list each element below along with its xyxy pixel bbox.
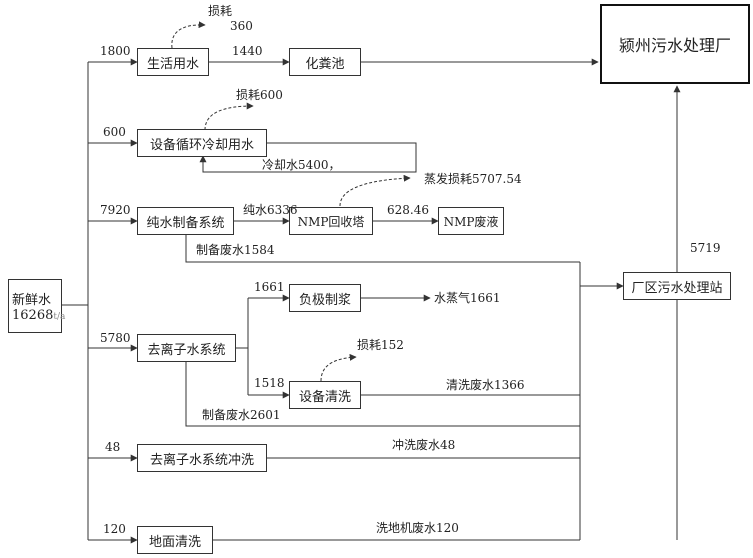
pure-in-label: 7920 — [100, 203, 131, 217]
slurry-in-label: 1661 — [254, 280, 285, 294]
city-wwtp-box: 颍州污水处理厂 — [600, 4, 750, 84]
cooling-in-label: 600 — [103, 125, 126, 139]
clean-loss-label: 损耗152 — [357, 338, 404, 352]
domestic-loss-value: 360 — [230, 19, 253, 33]
deion-flush-box: 去离子水系统冲洗 — [137, 444, 267, 472]
deion-waste-label: 制备废水2601 — [202, 408, 281, 422]
nmp-tower-box: NMP回收塔 — [289, 207, 373, 235]
septic-box: 化粪池 — [289, 48, 361, 76]
flush-waste-label: 冲洗废水48 — [392, 438, 456, 452]
flush-in-label: 48 — [105, 440, 121, 454]
domestic-out-label: 1440 — [232, 44, 263, 58]
plant-wwtp-box: 厂区污水处理站 — [623, 272, 731, 300]
source-box: 新鲜水 16268t/a — [8, 279, 66, 333]
deion-box: 去离子水系统 — [137, 334, 236, 362]
cooling-loss-label: 损耗600 — [236, 88, 283, 102]
deion-in-label: 5780 — [100, 331, 131, 345]
source-value: 16268t/a — [12, 308, 66, 323]
floor-box: 地面清洗 — [137, 526, 213, 554]
plant-out-label: 5719 — [690, 241, 721, 255]
source-label: 新鲜水 — [12, 293, 52, 308]
domestic-loss-label: 损耗 — [208, 4, 233, 18]
cooling-box: 设备循环冷却用水 — [137, 129, 267, 157]
nmp-waste-box: NMP废液 — [438, 207, 504, 235]
slurry-box: 负极制浆 — [289, 284, 361, 312]
pure-waste-label: 制备废水1584 — [196, 243, 275, 257]
nmp-out-label: 628.46 — [387, 203, 429, 217]
domestic-in-label: 1800 — [100, 44, 131, 58]
clean-in-label: 1518 — [254, 376, 285, 390]
domestic-box: 生活用水 — [137, 48, 209, 76]
steam-label: 水蒸气1661 — [434, 291, 501, 305]
cleaning-box: 设备清洗 — [289, 381, 361, 409]
cooling-recycle-label: 冷却水5400， — [262, 158, 341, 172]
clean-waste-label: 清洗废水1366 — [446, 378, 525, 392]
floor-waste-label: 洗地机废水120 — [376, 521, 459, 535]
floor-in-label: 120 — [103, 522, 126, 536]
evap-loss-label: 蒸发损耗5707.54 — [424, 172, 522, 186]
pure-out-label: 纯水6336 — [243, 203, 298, 217]
pure-water-box: 纯水制备系统 — [137, 207, 234, 235]
